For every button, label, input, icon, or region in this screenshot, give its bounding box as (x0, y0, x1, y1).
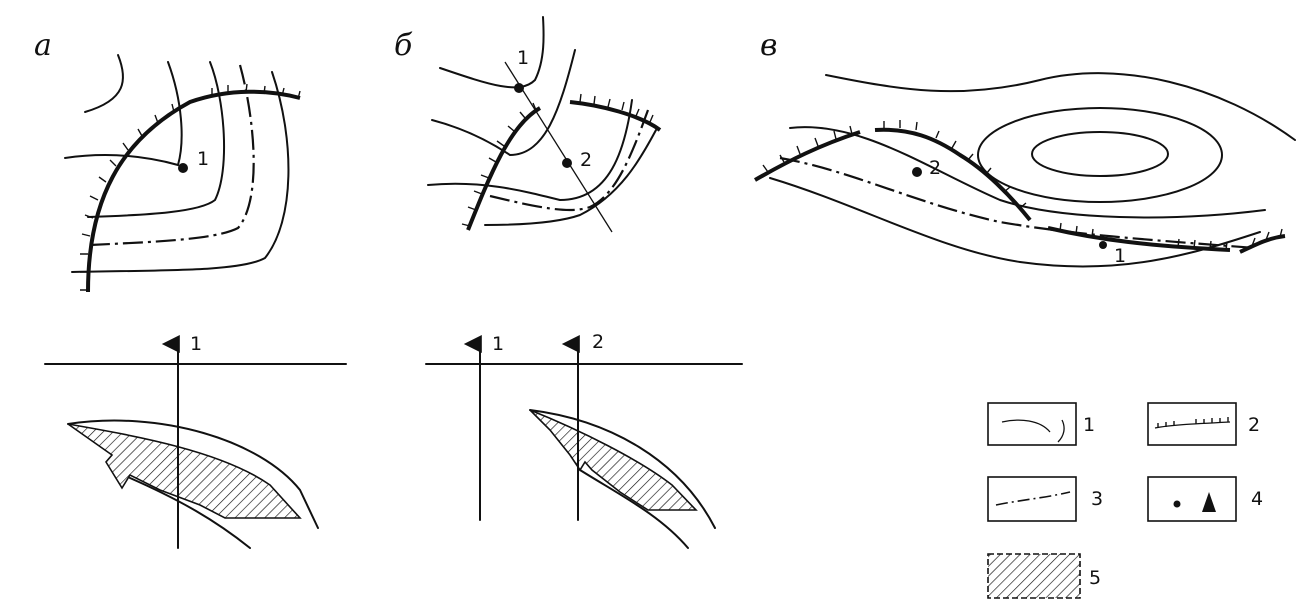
fault-line-b-lower (579, 469, 689, 549)
legend-well-icon (1202, 492, 1216, 512)
legend-contour-symbol (1001, 419, 1065, 443)
contour-v4 (789, 126, 1266, 219)
contour-b4 (484, 129, 657, 226)
contour-a2 (64, 61, 183, 167)
legend-axis-symbol (995, 491, 1071, 506)
well-a-1-label: 1 (190, 333, 202, 355)
point-a-1-label: 1 (197, 148, 209, 170)
point-b-2 (562, 158, 572, 168)
contour-b2 (431, 49, 576, 157)
axis-b (489, 109, 650, 212)
legend-label-1: 1 (1083, 414, 1095, 436)
ore-body-a (67, 423, 302, 519)
point-v-2-label: 2 (929, 157, 941, 179)
contour-a3 (87, 61, 226, 218)
fault-a (86, 89, 301, 293)
legend-swatch-3 (987, 476, 1077, 522)
section-a: 1 (44, 333, 347, 549)
panel-label-v: в (760, 28, 777, 63)
legend-swatch-5 (987, 553, 1081, 599)
point-a-1 (178, 163, 188, 173)
map-v: 2 1 (754, 72, 1296, 268)
legend-label-2: 2 (1248, 414, 1260, 436)
fault-v4 (1239, 234, 1286, 254)
legend-label-4: 4 (1251, 488, 1263, 510)
point-b-1 (514, 83, 524, 93)
point-b-2-label: 2 (580, 149, 592, 171)
contour-a4 (71, 71, 290, 273)
legend-swatch-4 (1147, 476, 1237, 522)
legend: 1 2 3 4 5 (987, 402, 1263, 599)
legend-swatch-1 (987, 402, 1077, 446)
contour-b3 (427, 99, 633, 202)
map-a: 1 (64, 54, 301, 293)
fault-line-b-upper (529, 409, 716, 529)
point-v-2 (912, 167, 922, 177)
fault-b1 (466, 106, 542, 231)
contour-v5 (769, 177, 1261, 268)
legend-fault-ticks (1157, 417, 1229, 428)
fault-ticks-b (461, 93, 654, 227)
contour-v3 (1031, 131, 1169, 177)
panel-label-b: б (394, 28, 413, 63)
fault-v1 (754, 130, 861, 182)
fault-line-a-upper (67, 419, 319, 529)
point-v-1 (1099, 241, 1107, 249)
axis-a (89, 64, 255, 247)
contour-b1 (439, 16, 545, 89)
fault-ticks-a (80, 83, 301, 291)
fault-v3 (1047, 226, 1231, 252)
legend-point-icon (1173, 500, 1181, 508)
ore-body-b (529, 409, 698, 511)
point-b-1-label: 1 (517, 47, 529, 69)
legend-label-5: 5 (1089, 567, 1101, 589)
fault-b2 (569, 100, 662, 132)
well-b-2-label: 2 (592, 331, 604, 353)
point-v-1-label: 1 (1114, 245, 1126, 267)
contour-a1 (84, 54, 125, 113)
fault-v2 (874, 127, 1032, 222)
contour-v2 (977, 107, 1223, 203)
well-b-1-label: 1 (492, 333, 504, 355)
panel-label-a: а (34, 28, 52, 63)
map-b: 1 2 (427, 16, 662, 233)
fault-line-a-lower (129, 477, 251, 549)
axis-v (779, 156, 1256, 250)
legend-label-3: 3 (1091, 488, 1103, 510)
section-b: 1 2 (425, 331, 743, 549)
contour-v1 (825, 72, 1296, 141)
fault-ticks-v (762, 120, 1283, 251)
